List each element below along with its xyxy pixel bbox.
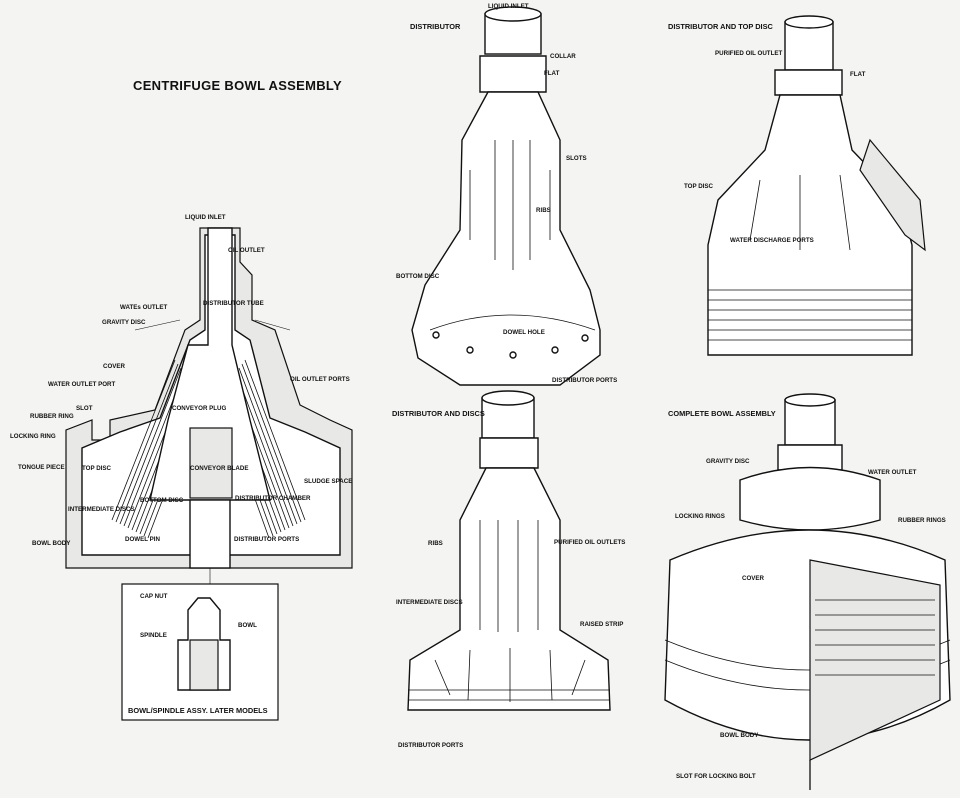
complete-bowl-labels: COMPLETE BOWL ASSEMBLY GRAVITY DISC WATE… bbox=[668, 409, 946, 780]
complete-bowl-drawing bbox=[664, 393, 951, 790]
dist-label-slots: SLOTS bbox=[566, 155, 587, 162]
label-intermediate-discs: INTERMEDIATE DISCS bbox=[68, 506, 135, 513]
inset-cap-nut: CAP NUT bbox=[140, 593, 168, 600]
label-conveyor-blade: CONVEYOR BLADE bbox=[190, 465, 248, 472]
label-dowel-pin: DOWEL PIN bbox=[125, 536, 160, 543]
label-locking-ring: LOCKING RING bbox=[10, 433, 56, 440]
discs-label-distributor-ports: DISTRIBUTOR PORTS bbox=[398, 742, 463, 749]
label-distributor-ports: DISTRIBUTOR PORTS bbox=[234, 536, 299, 543]
bowl-label-bowl-body: BOWL BODY bbox=[720, 732, 759, 739]
inset-spindle: SPINDLE bbox=[140, 632, 167, 639]
discs-label-intermediate-discs: INTERMEDIATE DISCS bbox=[396, 599, 463, 606]
distributor-discs-labels: DISTRIBUTOR AND DISCS RIBS PURIFIED OIL … bbox=[392, 409, 625, 749]
label-slot: SLOT bbox=[76, 405, 93, 412]
discs-title: DISTRIBUTOR AND DISCS bbox=[392, 409, 485, 418]
label-water-outlet-port: WATER OUTLET PORT bbox=[48, 381, 115, 388]
dist-label-ribs: RIBS bbox=[536, 207, 551, 214]
label-top-disc: TOP DISC bbox=[82, 465, 112, 472]
bowl-label-locking-rings: LOCKING RINGS bbox=[675, 513, 725, 520]
dist-label-flat: FLAT bbox=[544, 70, 560, 77]
dist-label-liquid-inlet: LIQUID INLET bbox=[488, 3, 529, 10]
discs-label-ribs: RIBS bbox=[428, 540, 443, 547]
label-oil-outlet: OIL OUTLET bbox=[228, 247, 265, 254]
distributor-labels: DISTRIBUTOR LIQUID INLET COLLAR FLAT SLO… bbox=[396, 3, 617, 384]
dist-label-dowel-hole: DOWEL HOLE bbox=[503, 329, 545, 336]
spindle-shaft bbox=[189, 499, 231, 569]
distributor-title: DISTRIBUTOR bbox=[410, 22, 461, 31]
top-disc-label-flat: FLAT bbox=[850, 71, 866, 78]
distributor-drawing bbox=[411, 6, 601, 386]
top-disc-title: DISTRIBUTOR AND TOP DISC bbox=[668, 22, 774, 31]
label-distributor-tube: DISTRIBUTOR TUBE bbox=[203, 300, 264, 307]
label-cover: COVER bbox=[103, 363, 126, 370]
top-disc-label-water-discharge-ports: WATER DISCHARGE PORTS bbox=[730, 237, 814, 244]
top-disc-label-purified-oil-outlet: PURIFIED OIL OUTLET bbox=[715, 50, 782, 57]
cross-section-drawing bbox=[65, 227, 353, 592]
conveyor-plug bbox=[189, 427, 233, 499]
bowl-label-rubber-rings: RUBBER RINGS bbox=[898, 517, 946, 524]
label-bottom-disc: BOTTOM DISC bbox=[140, 497, 184, 504]
discs-label-raised-strip: RAISED STRIP bbox=[580, 621, 623, 628]
inset-bowl: BOWL bbox=[238, 622, 257, 629]
label-distributor-chamber: DISTRIBUTOR CHAMBER bbox=[235, 495, 311, 502]
bowl-label-slot-for-locking-bolt: SLOT FOR LOCKING BOLT bbox=[676, 773, 756, 780]
cross-section-labels: LIQUID INLET OIL OUTLET WATEs OUTLET DIS… bbox=[10, 214, 352, 547]
inset-spindle-assembly: CAP NUT SPINDLE BOWL BOWL/SPINDLE ASSY. … bbox=[121, 583, 279, 721]
label-rubber-ring: RUBBER RING bbox=[30, 413, 74, 420]
bowl-label-cover: COVER bbox=[742, 575, 765, 582]
label-tongue-piece: TONGUE PIECE bbox=[18, 464, 65, 471]
top-disc-label-top-disc: TOP DISC bbox=[684, 183, 714, 190]
bowl-label-water-outlet: WATER OUTLET bbox=[868, 469, 917, 476]
main-title: CENTRIFUGE BOWL ASSEMBLY bbox=[133, 78, 342, 93]
label-gravity-disc: GRAVITY DISC bbox=[102, 319, 146, 326]
discs-label-purified-oil-outlets: PURIFIED OIL OUTLETS bbox=[554, 539, 625, 546]
dist-label-bottom-disc: BOTTOM DISC bbox=[396, 273, 440, 280]
distributor-discs-drawing bbox=[407, 390, 611, 711]
distributor-top-disc-drawing bbox=[707, 15, 926, 356]
distributor-top-disc-labels: DISTRIBUTOR AND TOP DISC PURIFIED OIL OU… bbox=[668, 22, 866, 244]
label-bowl-body: BOWL BODY bbox=[32, 540, 71, 547]
dist-label-collar: COLLAR bbox=[550, 53, 576, 60]
inset-caption: BOWL/SPINDLE ASSY. LATER MODELS bbox=[128, 706, 268, 715]
bowl-label-gravity-disc: GRAVITY DISC bbox=[706, 458, 750, 465]
complete-bowl-title: COMPLETE BOWL ASSEMBLY bbox=[668, 409, 776, 418]
label-sludge-space: SLUDGE SPACE bbox=[304, 478, 352, 485]
label-oil-outlet-ports: OIL OUTLET PORTS bbox=[290, 376, 350, 383]
label-liquid-inlet: LIQUID INLET bbox=[185, 214, 226, 221]
label-conveyor-plug: CONVEYOR PLUG bbox=[172, 405, 227, 412]
label-water-outlet: WATEs OUTLET bbox=[120, 304, 168, 311]
dist-label-distributor-ports: DISTRIBUTOR PORTS bbox=[552, 377, 617, 384]
